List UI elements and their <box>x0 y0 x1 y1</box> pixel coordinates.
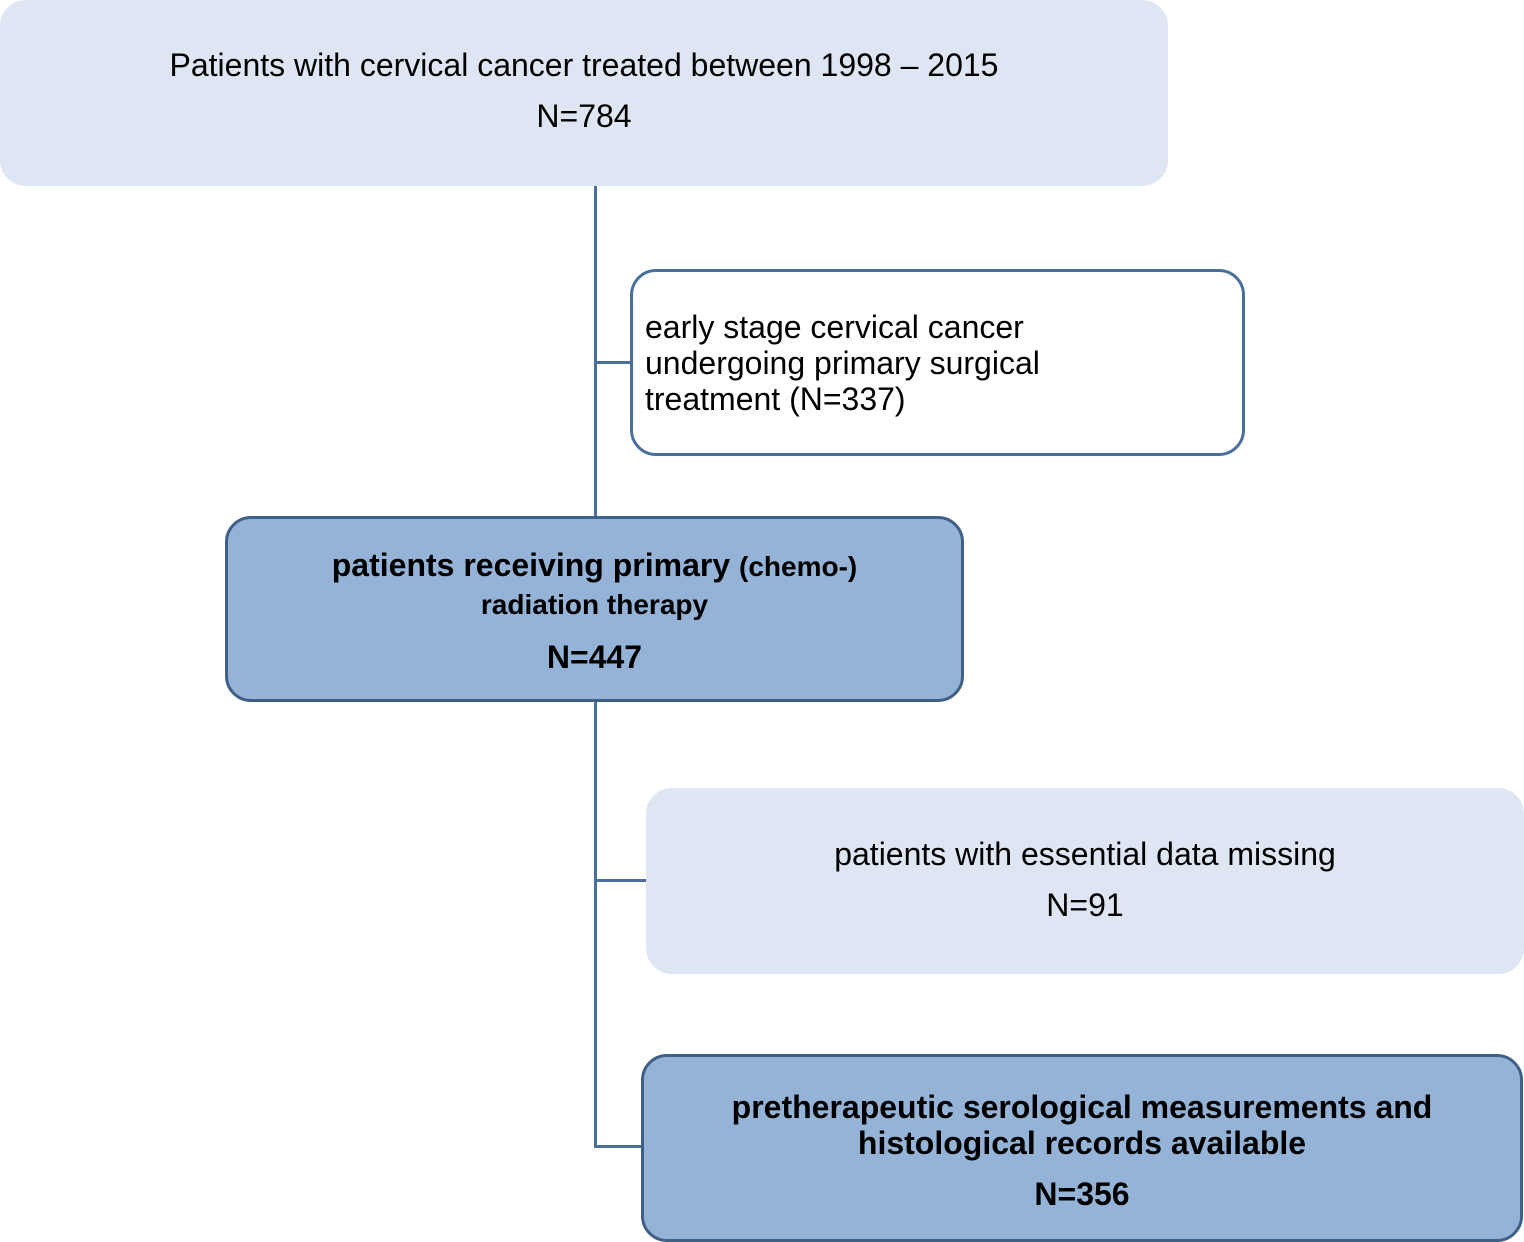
radiation-therapy-title-line-2: radiation therapy <box>480 589 709 620</box>
surgical-exclusion-line-3: treatment (N=337) <box>645 381 906 417</box>
final-cohort-count: N=356 <box>1034 1176 1130 1212</box>
radiation-therapy-count: N=447 <box>546 639 643 675</box>
missing-data-title: patients with essential data missing <box>834 836 1336 872</box>
radiation-therapy-title-line-1: patients receiving primary (chemo-) <box>228 549 961 581</box>
final-cohort-box: pretherapeutic serological measurements … <box>641 1054 1523 1242</box>
final-cohort-line-1: pretherapeutic serological measurements … <box>731 1089 1433 1125</box>
missing-data-box: patients with essential data missing N=9… <box>646 788 1524 974</box>
total-patients-box: Patients with cervical cancer treated be… <box>0 0 1168 186</box>
radiation-therapy-title-main: patients receiving primary <box>331 547 740 583</box>
connector-branch-final <box>594 1145 642 1148</box>
surgical-exclusion-line-1: early stage cervical cancer <box>645 309 1024 345</box>
total-patients-count: N=784 <box>536 98 632 134</box>
final-cohort-line-2: histological records available <box>857 1125 1307 1161</box>
surgical-exclusion-line-2: undergoing primary surgical <box>645 345 1040 381</box>
connector-trunk-upper <box>594 185 597 517</box>
connector-branch-missing <box>594 879 646 882</box>
connector-trunk-lower <box>594 700 597 1148</box>
missing-data-count: N=91 <box>1046 887 1124 923</box>
surgical-exclusion-box: early stage cervical cancer undergoing p… <box>630 269 1245 456</box>
radiation-therapy-title-paren: (chemo-) <box>739 551 858 582</box>
total-patients-title: Patients with cervical cancer treated be… <box>169 47 999 83</box>
connector-branch-surgical <box>594 361 632 364</box>
radiation-therapy-box: patients receiving primary (chemo-) radi… <box>225 516 964 702</box>
